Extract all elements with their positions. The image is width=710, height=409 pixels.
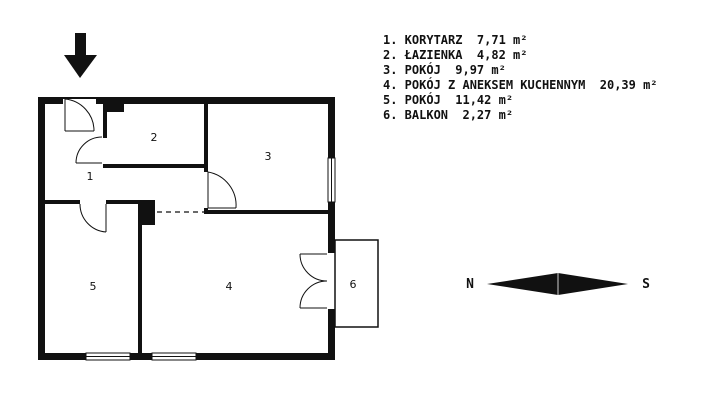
- balcony-door-swing: [299, 253, 328, 309]
- compass-arrow-north-half: [487, 273, 558, 295]
- legend-item: 5. POKÓJ 11,42 m²: [383, 93, 514, 107]
- room3-door-swing: [207, 171, 237, 209]
- interior-walls: [45, 104, 328, 353]
- bathroom-door-swing: [75, 136, 103, 164]
- legend-item: 4. POKÓJ Z ANEKSEM KUCHENNYM 20,39 m²: [383, 78, 658, 92]
- room-label-3: 3: [265, 150, 272, 163]
- legend-item: 1. KORYTARZ 7,71 m²: [383, 33, 528, 47]
- room-legend: 1. KORYTARZ 7,71 m² 2. ŁAZIENKA 4,82 m² …: [383, 33, 658, 123]
- room5-door-swing: [79, 203, 107, 233]
- legend-item: 2. ŁAZIENKA 4,82 m²: [383, 48, 528, 62]
- room-label-2: 2: [151, 131, 158, 144]
- legend-item: 3. POKÓJ 9,97 m²: [383, 63, 506, 77]
- legend-item: 6. BALKON 2,27 m²: [383, 108, 514, 122]
- entrance-door-swing: [64, 98, 95, 132]
- window-bottom-left: [85, 352, 131, 361]
- room-label-4: 4: [226, 280, 233, 293]
- window-right: [327, 157, 336, 203]
- compass: N S: [466, 273, 650, 295]
- window-bottom-right: [151, 352, 197, 361]
- compass-north-label: N: [466, 277, 474, 292]
- compass-arrow-south-half: [558, 273, 628, 295]
- entrance-arrow-icon: [64, 33, 97, 78]
- room-label-6: 6: [350, 278, 357, 291]
- room-label-5: 5: [90, 280, 97, 293]
- balcony-outline: [334, 239, 379, 328]
- room-label-1: 1: [87, 170, 94, 183]
- outer-walls: [38, 97, 335, 360]
- compass-south-label: S: [642, 277, 650, 292]
